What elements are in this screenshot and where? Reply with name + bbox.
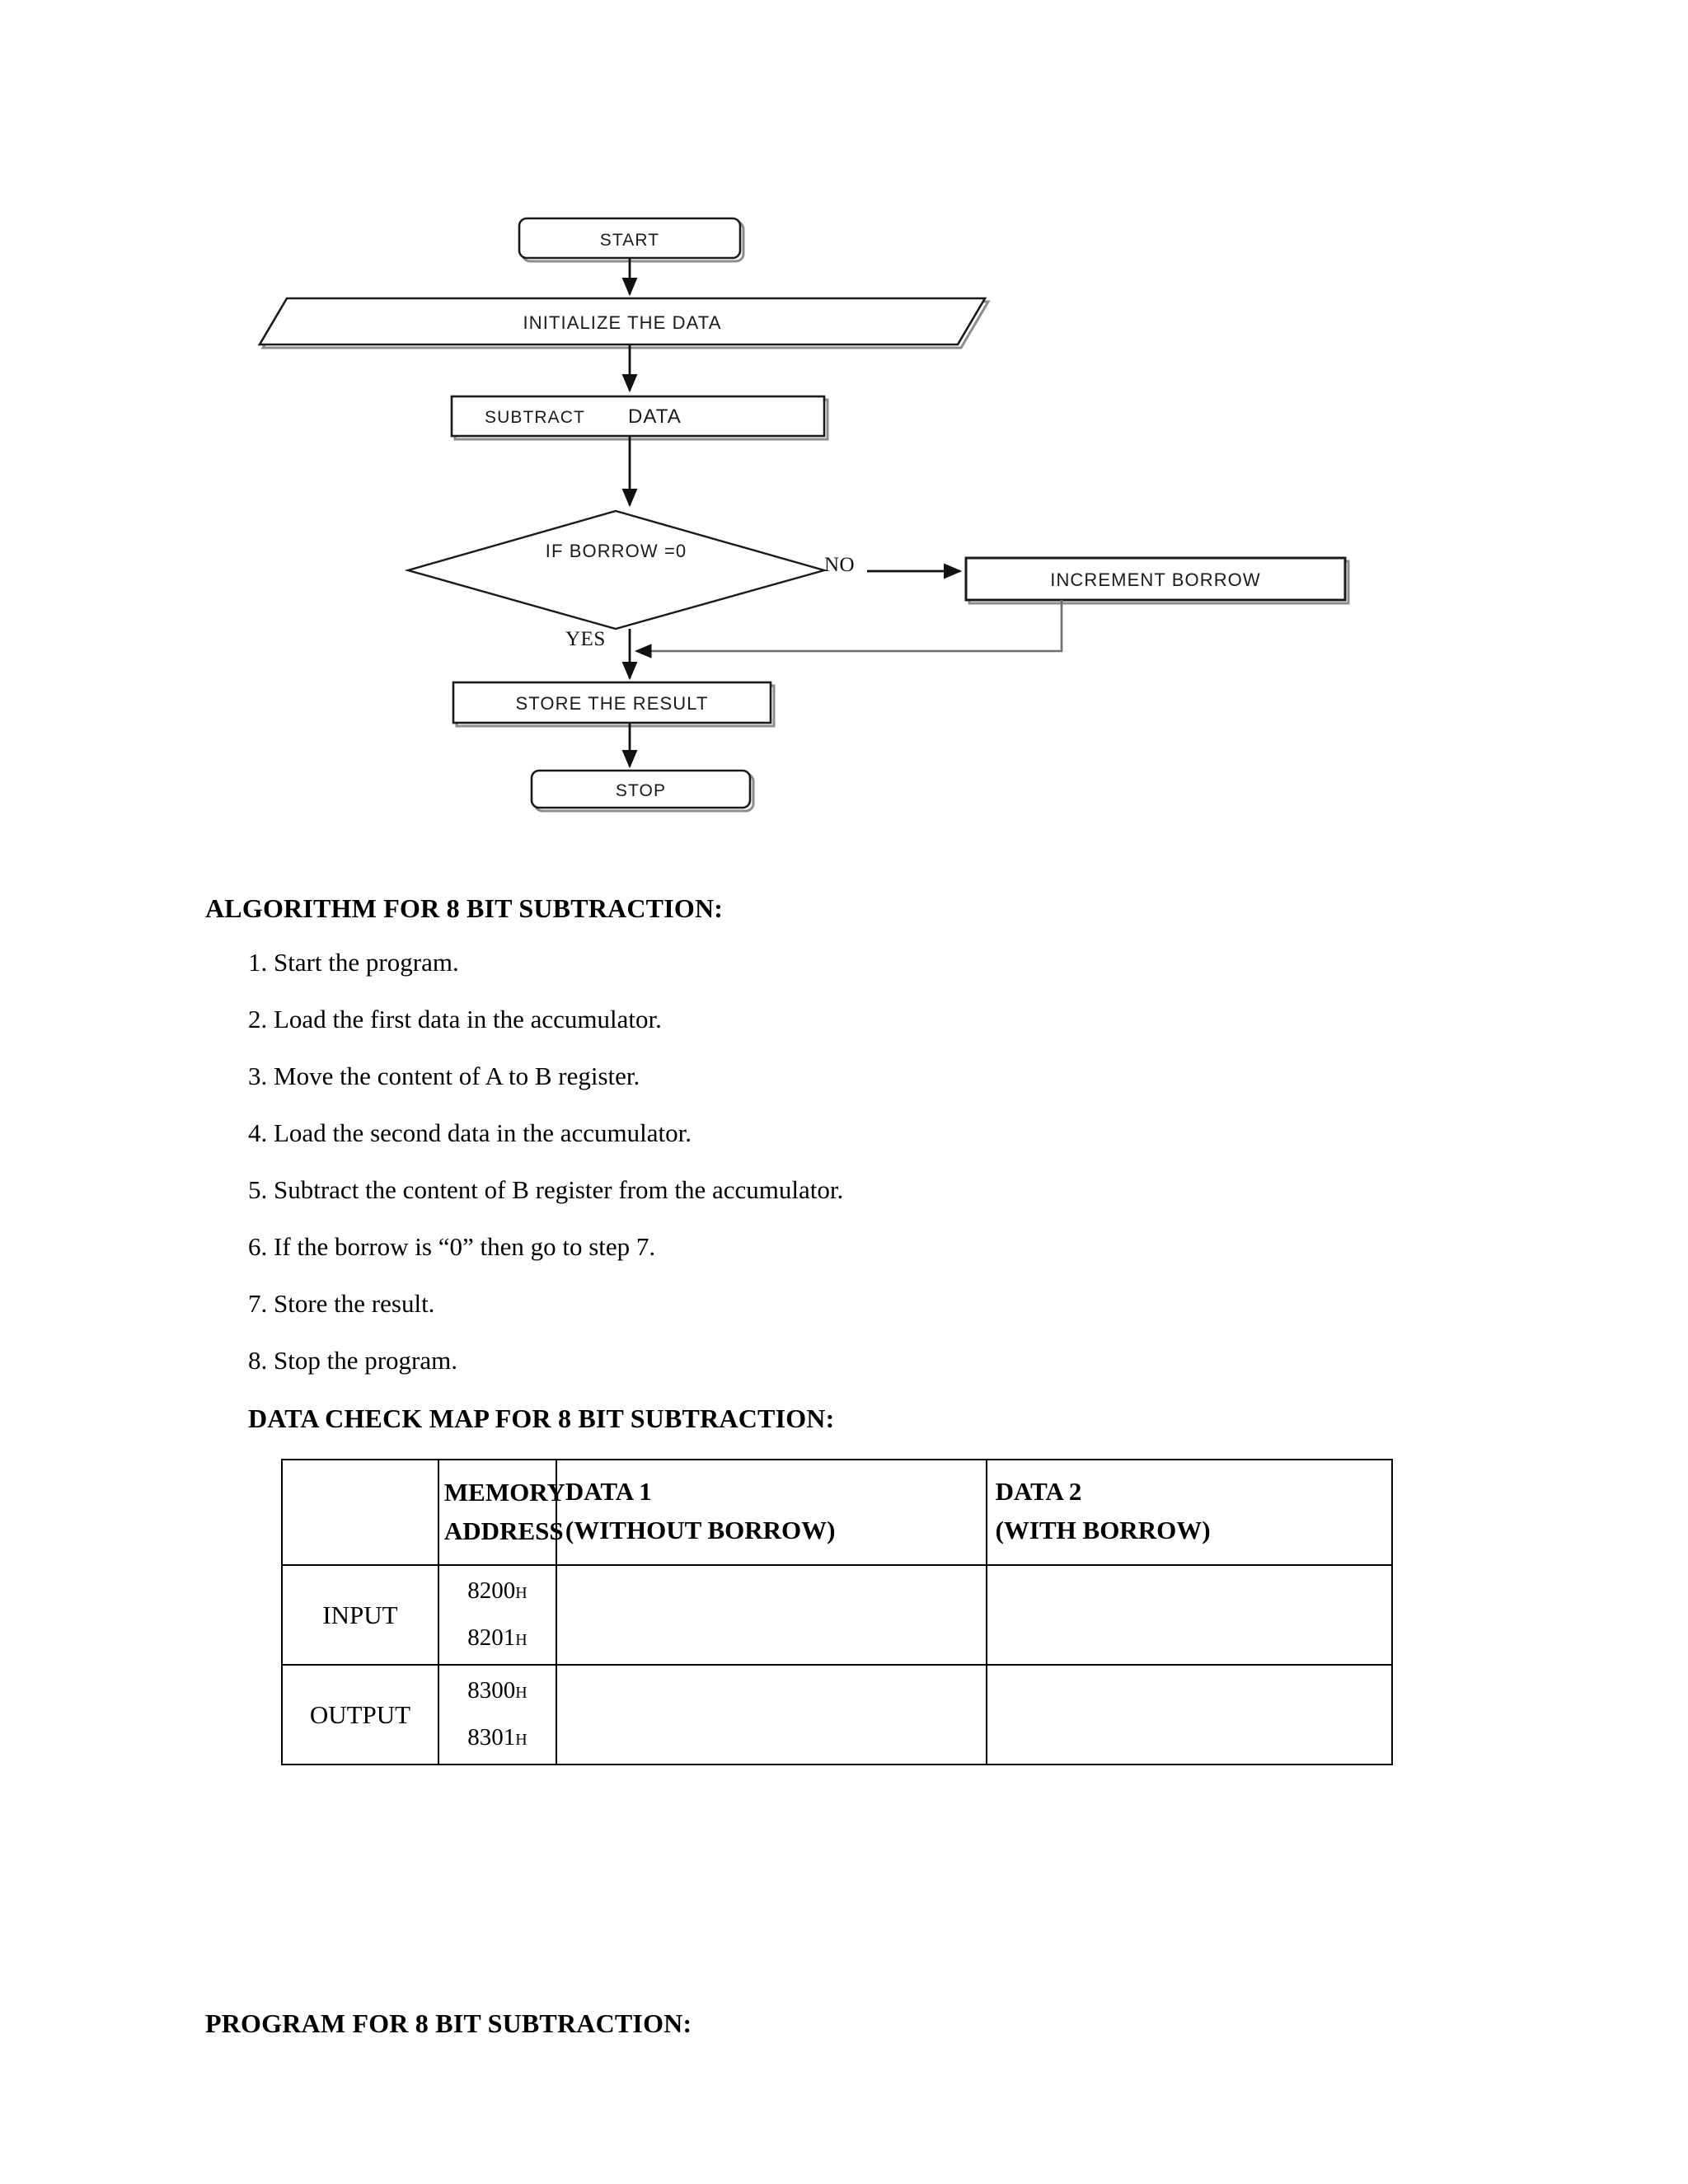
address-suffix: H xyxy=(515,1630,528,1649)
address-value: 8200 xyxy=(467,1577,516,1604)
row-label-output: OUTPUT xyxy=(281,1664,439,1766)
data-check-map-table: MEMORY ADDRESS DATA 1 (WITHOUT BORROW) D… xyxy=(281,1459,1394,1766)
header-cell-data1: DATA 1 (WITHOUT BORROW) xyxy=(555,1459,987,1566)
node-start-label: START xyxy=(599,231,660,250)
address-8200: 8200H xyxy=(444,1568,551,1615)
node-subtract-label: SUBTRACT xyxy=(485,408,585,427)
cell-input-data2 xyxy=(985,1563,1394,1666)
header-data1-line2: (WITHOUT BORROW) xyxy=(565,1516,836,1544)
node-store-label: STORE THE RESULT xyxy=(515,693,709,714)
header-memory-line2: ADDRESS xyxy=(443,1516,564,1545)
node-initialize-label: INITIALIZE THE DATA xyxy=(523,312,722,333)
row-label-input: INPUT xyxy=(281,1563,439,1666)
node-initialize-shape xyxy=(257,297,987,346)
address-8201: 8201H xyxy=(444,1615,551,1661)
header-memory-line1: MEMORY xyxy=(443,1477,565,1507)
cell-output-data2 xyxy=(985,1664,1394,1766)
algorithm-step-3: 3. Move the content of A to B register. xyxy=(248,1062,640,1090)
algorithm-step-4: 4. Load the second data in the accumulat… xyxy=(248,1118,692,1147)
address-8300: 8300H xyxy=(444,1667,551,1714)
address-suffix: H xyxy=(515,1684,528,1703)
node-increment-label: INCREMENT BORROW xyxy=(1050,569,1261,590)
header-data1-line1: DATA 1 xyxy=(565,1476,652,1506)
address-value: 8201 xyxy=(467,1624,516,1651)
address-suffix: H xyxy=(515,1730,528,1749)
node-subtract-shape xyxy=(450,395,826,438)
algorithm-step-8: 8. Stop the program. xyxy=(248,1346,457,1375)
address-value: 8300 xyxy=(467,1677,516,1704)
algorithm-step-1: 1. Start the program. xyxy=(248,948,459,977)
algorithm-step-7: 7. Store the result. xyxy=(248,1289,435,1318)
algorithm-step-2: 2. Load the first data in the accumulato… xyxy=(248,1005,662,1033)
node-stop-shape xyxy=(530,769,752,809)
node-decision-label: IF BORROW =0 xyxy=(545,541,687,561)
header-cell-data2: DATA 2 (WITH BORROW) xyxy=(985,1459,1394,1566)
flowchart-diagram: START INITIALIZE THE DATA SUBTRACT DATA … xyxy=(0,0,1688,849)
branch-label-no: NO xyxy=(824,554,856,576)
flowchart-shapes xyxy=(257,217,1350,813)
table-header-row: MEMORY ADDRESS DATA 1 (WITHOUT BORROW) D… xyxy=(281,1459,1394,1566)
cell-input-data1 xyxy=(555,1563,987,1666)
node-store-shape xyxy=(452,681,772,724)
header-cell-memory-address: MEMORY ADDRESS xyxy=(437,1459,565,1566)
algorithm-heading: ALGORITHM FOR 8 BIT SUBTRACTION: xyxy=(205,893,724,923)
table-row: INPUT 8200H 8201H xyxy=(281,1563,1394,1666)
program-heading: PROGRAM FOR 8 BIT SUBTRACTION: xyxy=(205,2008,692,2038)
algorithm-step-6: 6. If the borrow is “0” then go to step … xyxy=(248,1232,656,1261)
address-8301: 8301H xyxy=(444,1714,551,1761)
branch-label-yes: YES xyxy=(565,628,606,650)
address-value: 8301 xyxy=(467,1723,516,1750)
node-subtract-data-label: DATA xyxy=(628,405,682,428)
row-addresses-output: 8300H 8301H xyxy=(437,1664,557,1766)
node-stop-label: STOP xyxy=(615,781,667,800)
table-row: OUTPUT 8300H 8301H xyxy=(281,1664,1394,1766)
algorithm-step-5: 5. Subtract the content of B register fr… xyxy=(248,1175,844,1204)
datamap-heading: DATA CHECK MAP FOR 8 BIT SUBTRACTION: xyxy=(248,1404,835,1433)
header-data2-line2: (WITH BORROW) xyxy=(995,1516,1211,1544)
header-cell-blank xyxy=(281,1459,439,1566)
node-increment-shape xyxy=(964,556,1347,602)
row-addresses-input: 8200H 8201H xyxy=(437,1563,557,1666)
node-decision-shape xyxy=(404,509,828,630)
header-data2-line1: DATA 2 xyxy=(995,1476,1082,1506)
address-suffix: H xyxy=(515,1584,528,1602)
cell-output-data1 xyxy=(555,1664,987,1766)
